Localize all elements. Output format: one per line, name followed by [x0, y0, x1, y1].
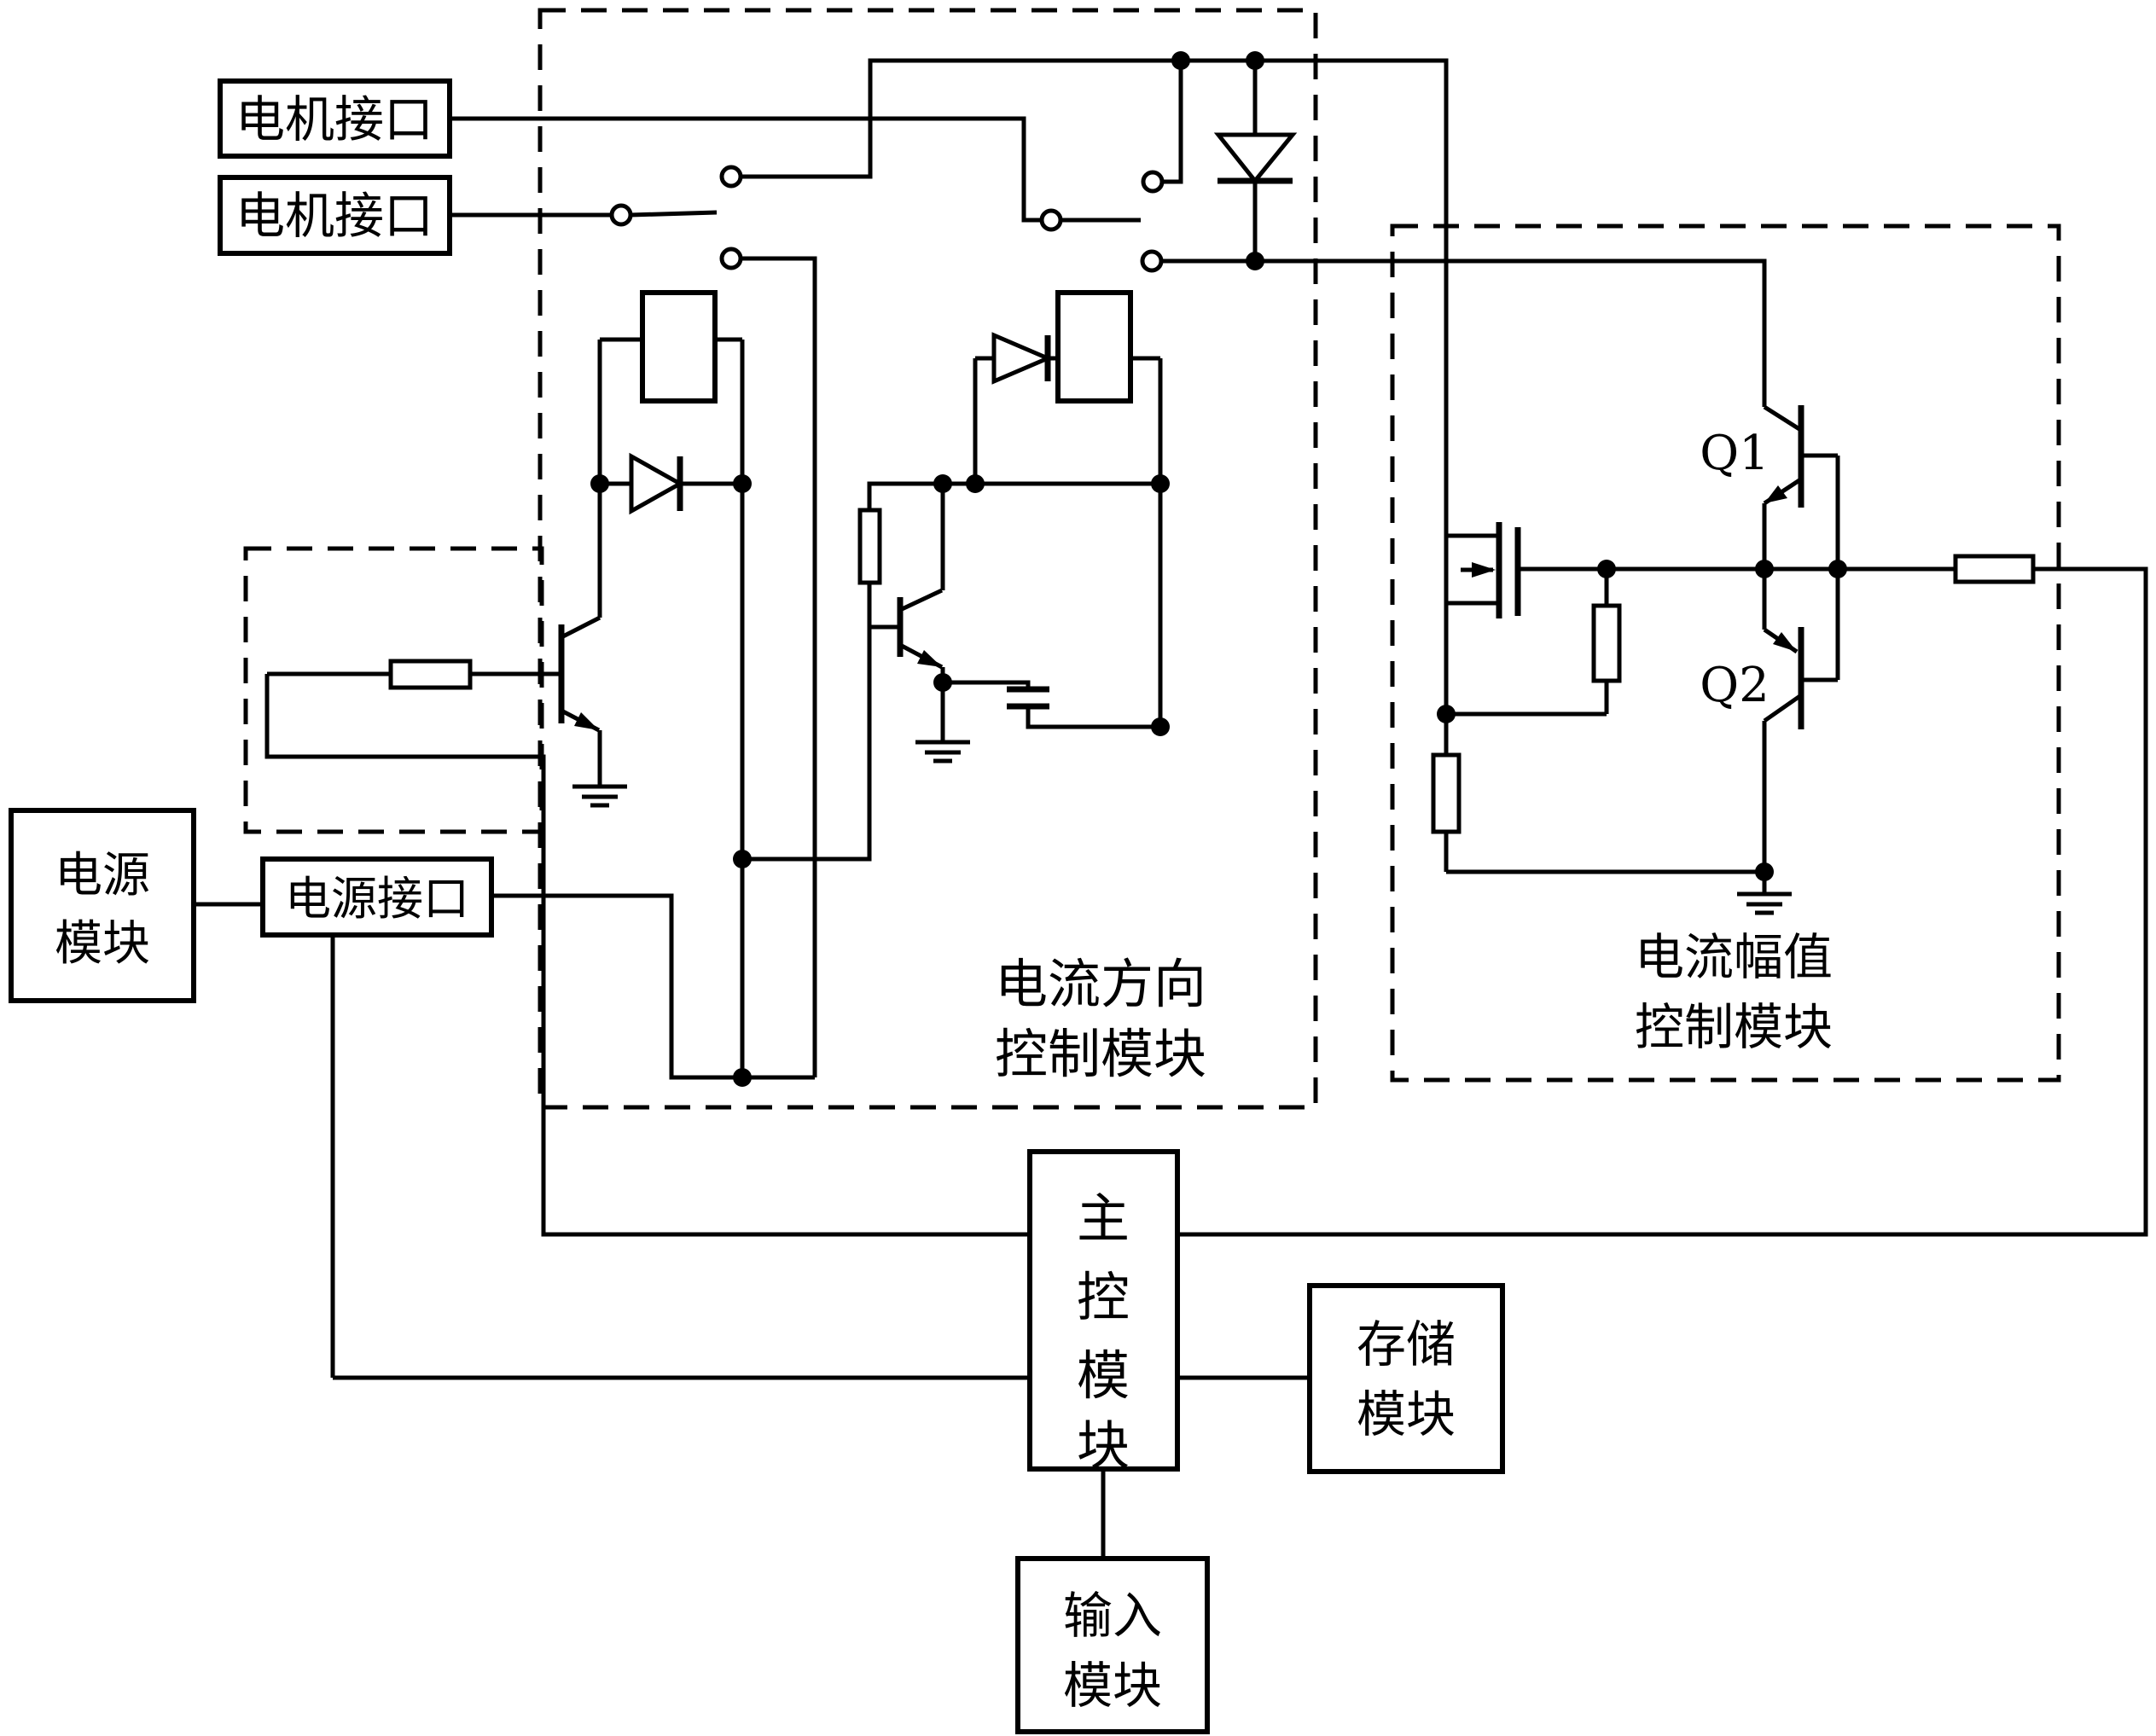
- current-direction-title-line2: 控制模块: [995, 1023, 1206, 1085]
- switch-blade-left: [630, 210, 718, 218]
- switch-common-left: [609, 203, 633, 227]
- power-interface-box: [260, 856, 494, 938]
- storage-module-label-line1: 存储: [1357, 1315, 1456, 1373]
- wire-feedback-to-mcu: [1177, 566, 2148, 1237]
- junction-dot: [933, 474, 952, 493]
- output-resistor: [1953, 554, 2036, 584]
- t2-emitter-arrow: [917, 650, 942, 667]
- main-control-char-4: 块: [1077, 1414, 1130, 1477]
- source-resistor: [1431, 752, 1462, 834]
- power-module-box: [9, 808, 196, 1003]
- q2-label: Q2: [1700, 658, 1770, 713]
- junction-dot: [733, 474, 752, 493]
- wire-cap-bottom-lead: [1026, 706, 1160, 729]
- relay-coil-2: [1055, 290, 1133, 404]
- driver-subcircuit-frame: [243, 546, 544, 834]
- wire-top-rail-and-gate-feed: [741, 58, 1449, 714]
- current-amplitude-title-line2: 控制模块: [1635, 998, 1833, 1056]
- junction-dot: [1171, 51, 1190, 70]
- junction-dot: [733, 1068, 752, 1087]
- input-module-box: [1015, 1556, 1210, 1734]
- switch-common-middle: [1039, 208, 1063, 232]
- main-control-box: [1027, 1149, 1180, 1472]
- q2-collector-slant: [1763, 693, 1803, 723]
- junction-dot: [1246, 51, 1264, 70]
- switch-contact-left-up: [719, 165, 743, 189]
- components: [388, 132, 2036, 915]
- mosfet-arrow: [1472, 562, 1496, 578]
- wire-contact-up: [1162, 61, 1183, 184]
- main-control-char-3: 模: [1077, 1344, 1130, 1407]
- input-module-label-line2: 模块: [1063, 1657, 1162, 1715]
- relay1-diode: [629, 452, 685, 515]
- junction-dot: [1828, 560, 1847, 578]
- junction-dot: [1597, 560, 1616, 578]
- power-module-label-line2: 模块: [55, 916, 150, 972]
- main-control-char-2: 控: [1077, 1266, 1130, 1328]
- t1-emitter-arrow: [574, 712, 599, 730]
- current-amplitude-title-line1: 电流幅值: [1635, 928, 1833, 986]
- junction-dot: [733, 850, 752, 868]
- q1-collector-slant: [1763, 404, 1801, 432]
- storage-module-label-line2: 模块: [1357, 1385, 1456, 1443]
- motor-interface-2-label: 电机接口: [235, 187, 433, 245]
- gate-pulldown-resistor: [1591, 603, 1622, 683]
- dashed-frames: [243, 8, 2061, 1110]
- current-direction-module-frame: [538, 8, 1318, 1110]
- junction-dot: [933, 673, 952, 692]
- power-module-label-line1: 电源: [55, 848, 150, 903]
- junction-dot: [1246, 252, 1264, 270]
- motor-interface-1-label: 电机接口: [235, 90, 433, 148]
- junction-dot: [1755, 560, 1774, 578]
- ground-symbol-1: [572, 784, 627, 808]
- q1-emitter-arrow: [1764, 485, 1787, 503]
- junction-dot: [1755, 862, 1774, 881]
- current-direction-title-line1: 电流方向: [995, 953, 1206, 1015]
- wires: [194, 58, 2148, 1559]
- wire-contact-down-right: [741, 256, 817, 1077]
- junction-dot: [1437, 705, 1456, 723]
- t1-collector-slant: [560, 615, 601, 640]
- blocks: 电机接口 电机接口 电源 模块 电源接口 主 控 模 块 存储 模块 输入 模块: [9, 78, 1505, 1734]
- t2-collector-slant: [898, 588, 944, 613]
- power-interface-label: 电源接口: [285, 872, 469, 926]
- relay2-diode: [991, 332, 1054, 385]
- switch-contact-left-down: [719, 247, 743, 270]
- current-amplitude-module-frame: [1390, 224, 2061, 1083]
- base-resistor-1: [388, 659, 473, 690]
- input-module-label-line1: 输入: [1063, 1587, 1162, 1645]
- junction-dots: [590, 51, 1847, 1087]
- motor-interface-1-box: [218, 78, 452, 159]
- base-resistor-2: [857, 508, 882, 585]
- ground-symbol-3: [1737, 891, 1792, 915]
- junction-dot: [590, 474, 609, 493]
- switch-contacts: [609, 165, 1165, 273]
- flyback-diode-top: [1213, 132, 1298, 184]
- wire-mcu-to-base1: [264, 674, 1030, 1237]
- wire-motor1-to-switch: [450, 116, 1042, 223]
- switch-contact-middle-down: [1140, 249, 1164, 273]
- ground-symbol-2: [915, 740, 970, 763]
- wire-branch-to-relay2-base: [742, 583, 872, 862]
- junction-dot: [1151, 717, 1170, 736]
- motor-interface-2-box: [218, 175, 452, 256]
- junction-dot: [966, 474, 985, 493]
- switch-contact-middle-up: [1141, 170, 1165, 194]
- wire-relay2-row: [867, 481, 1160, 510]
- q2-emitter-arrow: [1773, 632, 1797, 652]
- wire-bus-306-to-q1-collector: [1161, 258, 1767, 407]
- junction-dot: [1151, 474, 1170, 493]
- q1-label: Q1: [1700, 426, 1770, 481]
- storage-module-box: [1307, 1283, 1505, 1474]
- module-titles: 电流方向 控制模块 电流幅值 控制模块 Q1 Q2: [995, 426, 1833, 1085]
- relay-coil-1: [640, 290, 718, 404]
- main-control-char-1: 主: [1077, 1187, 1130, 1250]
